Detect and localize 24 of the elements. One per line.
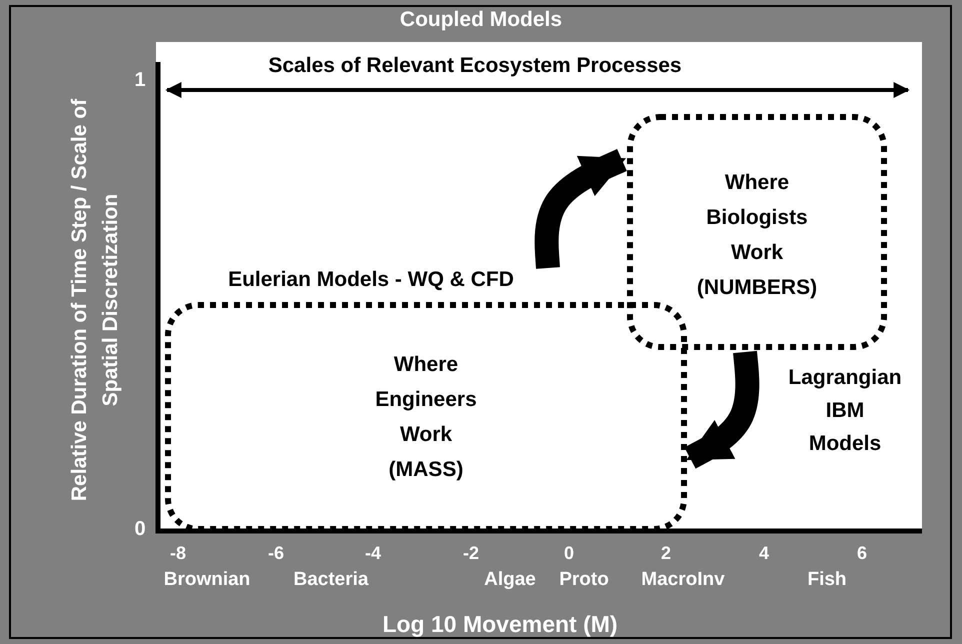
axis-tick-label: 2 xyxy=(660,542,672,564)
model-label: Lagrangian IBM Models xyxy=(787,364,903,456)
axis-tick-label: 0 xyxy=(133,518,147,540)
axis-tick-label: 1 xyxy=(133,68,147,92)
axis-tick-label: -4 xyxy=(364,542,382,564)
category-label: Brownian xyxy=(162,569,252,591)
axis-tick-label: -8 xyxy=(168,542,187,564)
category-label: Algae xyxy=(483,569,537,591)
curved-arrow xyxy=(684,350,760,469)
category-label: Fish xyxy=(806,569,848,591)
category-label: MacroInv xyxy=(640,569,726,591)
axis-tick-label: 6 xyxy=(856,542,868,564)
axis-title: Log 10 Movement (M) xyxy=(381,610,619,638)
axis-tick-label: 4 xyxy=(758,542,770,564)
axis-tick-label: -2 xyxy=(462,542,480,564)
range-label: Scales of Relevant Ecosystem Processes xyxy=(267,54,683,78)
axis-title: Relative Duration of Time Step / Scale of Spatial Discretization xyxy=(67,98,123,504)
region-label: Where Engineers Work (MASS) xyxy=(374,352,478,483)
region-label: Where Biologists Work (NUMBERS) xyxy=(696,170,818,301)
category-label: Bacteria xyxy=(292,569,370,591)
axis-tick-label: -6 xyxy=(266,542,285,564)
title: Coupled Models xyxy=(398,8,564,32)
axis-tick-label: 0 xyxy=(562,542,575,564)
region-heading: Eulerian Models - WQ & CFD xyxy=(227,268,515,292)
